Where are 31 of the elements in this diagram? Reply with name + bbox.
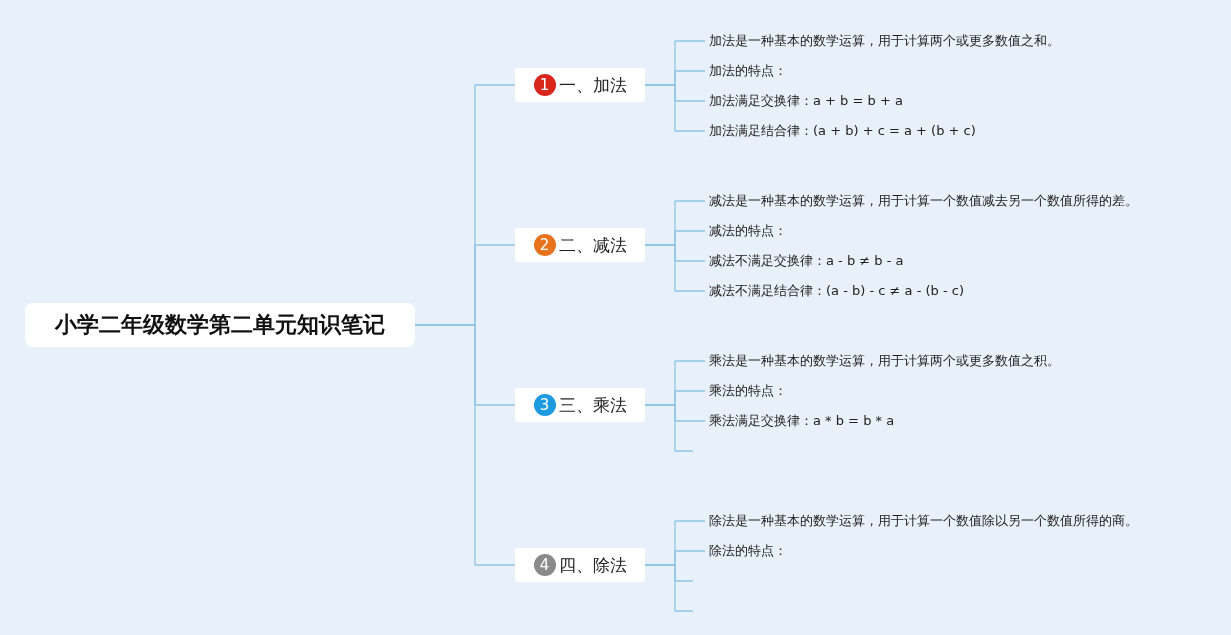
topic-label: 三、乘法 [558, 393, 627, 417]
topic-label: 二、减法 [558, 233, 627, 257]
note-text: 减法不满足结合律：(a - b) - c ≠ a - (b - c) [705, 280, 968, 302]
note-text: 加法是一种基本的数学运算，用于计算两个或更多数值之和。 [705, 30, 1064, 52]
connector-line [644, 564, 694, 612]
note-text: 加法满足交换律：a + b = b + a [705, 90, 907, 112]
topic-box [515, 68, 645, 102]
connector-line [414, 324, 516, 566]
connector-line [644, 244, 706, 292]
note-text: 减法不满足交换律：a - b ≠ b - a [705, 250, 908, 272]
connector-line [644, 404, 694, 452]
note-text: 除法的特点： [705, 540, 791, 562]
number-badge: 1 [533, 74, 556, 96]
topic-label: 一、加法 [558, 73, 627, 97]
root-topic-box: 小学二年级数学第二单元知识笔记 [25, 303, 415, 347]
note-text: 加法的特点： [705, 60, 791, 82]
number-badge: 4 [533, 554, 556, 576]
connector-line [644, 84, 706, 132]
topic-box [515, 388, 645, 422]
note-text: 乘法的特点： [705, 380, 791, 402]
note-text: 减法是一种基本的数学运算，用于计算一个数值减去另一个数值所得的差。 [705, 190, 1142, 212]
note-text: 乘法满足交换律：a * b = b * a [705, 410, 899, 432]
note-text: 除法是一种基本的数学运算，用于计算一个数值除以另一个数值所得的商。 [705, 510, 1142, 532]
number-badge: 2 [533, 234, 556, 256]
note-text: 乘法是一种基本的数学运算，用于计算两个或更多数值之积。 [705, 350, 1064, 372]
number-badge: 3 [533, 394, 556, 416]
topic-box [515, 228, 645, 262]
note-text: 加法满足结合律：(a + b) + c = a + (b + c) [705, 120, 980, 142]
topic-label: 四、除法 [558, 553, 627, 577]
topic-box [515, 548, 645, 582]
note-text: 减法的特点： [705, 220, 791, 242]
